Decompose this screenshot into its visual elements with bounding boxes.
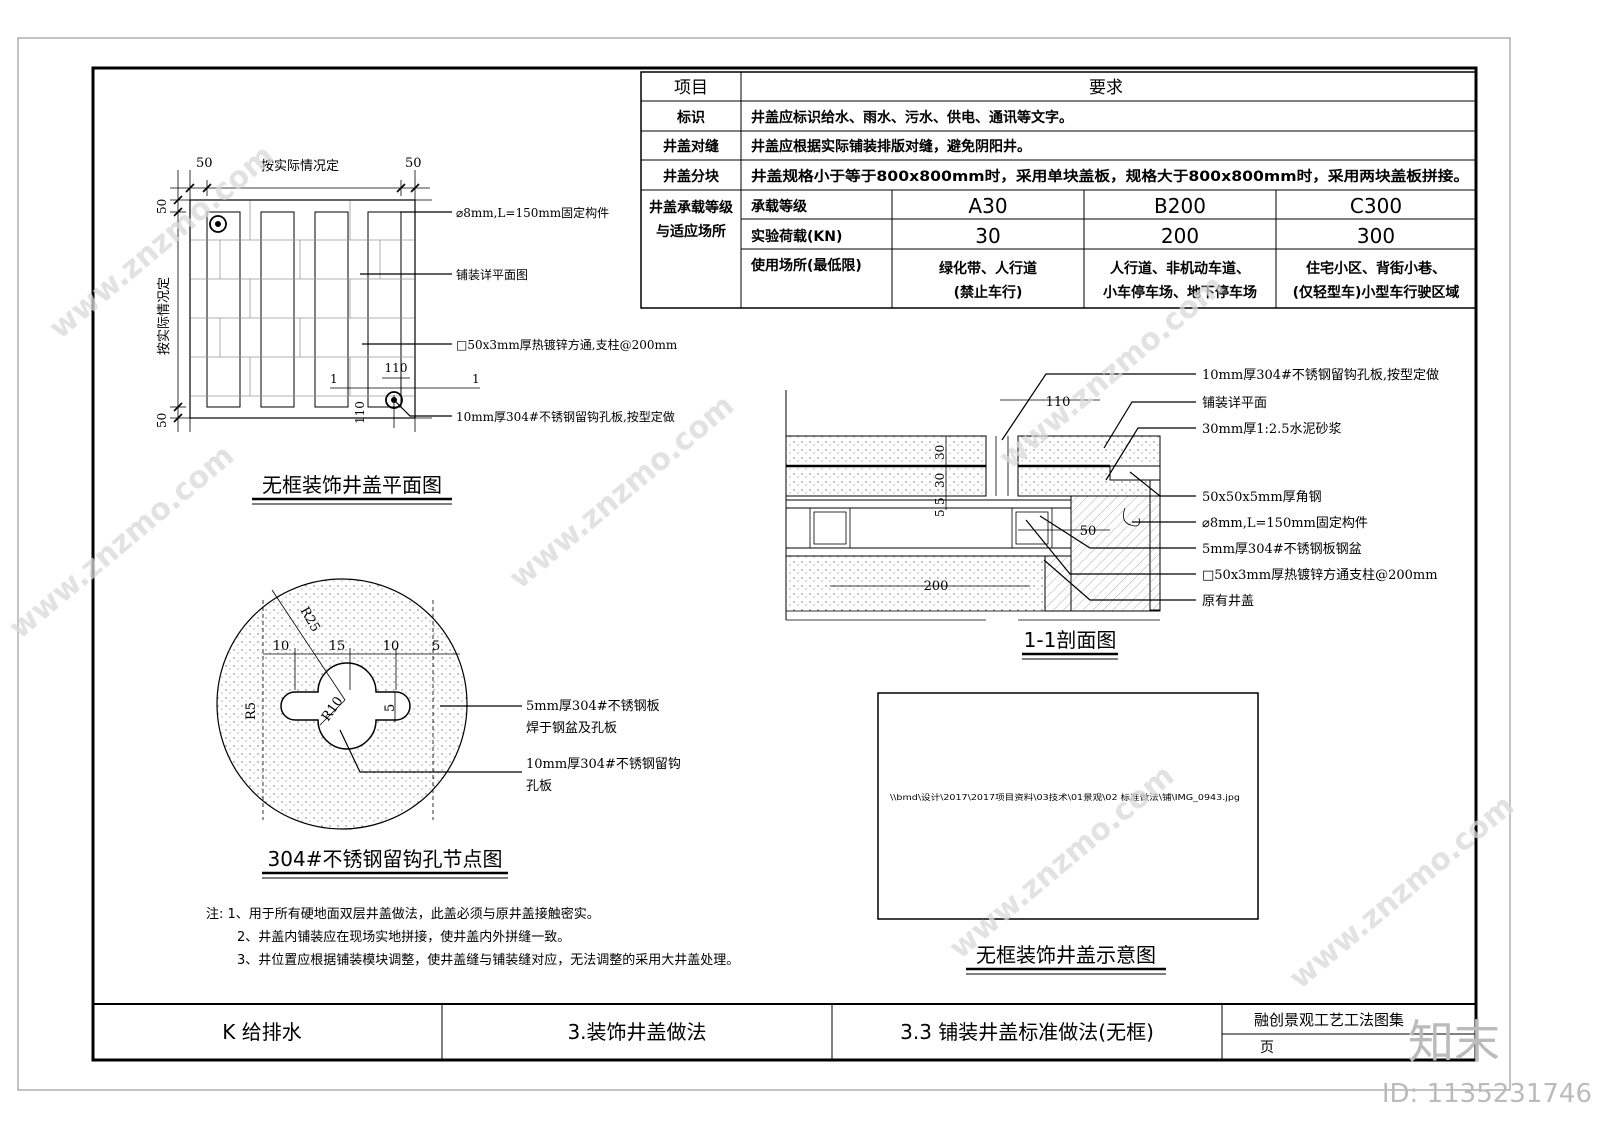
note-3: 3、井位置应根据铺装模块调整，使井盖缝与铺装缝对应，无法调整的采用大井盖处理。 xyxy=(237,952,739,968)
row-label-marking: 标识 xyxy=(676,109,705,126)
plan-label-anchor: ⌀8mm,L=150mm固定构件 xyxy=(456,205,609,220)
section-dim-5a: 5 xyxy=(933,497,947,505)
use-c300-line1: 住宅小区、背街小巷、 xyxy=(1306,260,1446,277)
image-placeholder: \\bmd\设计\2017\2017项目资料\03技术\01景观\02 标准做法… xyxy=(877,692,1259,975)
use-c300-line2: (仅轻型车)小型车行驶区域 xyxy=(1293,284,1460,301)
plan-label-tube: □50x3mm厚热镀锌方通,支柱@200mm xyxy=(456,337,678,352)
detail-label-plate-2: 焊于钢盆及孔板 xyxy=(526,720,617,736)
plan-dim-50-bottom: 50 xyxy=(155,413,169,428)
watermark-text-6: www.znzmo.com xyxy=(1283,788,1521,996)
detail-label-hook-2: 孔板 xyxy=(526,779,552,794)
image-path: \\bmd\设计\2017\2017项目资料\03技术\01景观\02 标准做法… xyxy=(890,792,1240,802)
detail-label-plate-1: 5mm厚304#不锈钢板 xyxy=(526,699,660,714)
image-title: 无框装饰井盖示意图 xyxy=(976,943,1156,967)
title-page-label: 页 xyxy=(1260,1040,1274,1056)
section-label-1: 10mm厚304#不锈钢留钩孔板,按型定做 xyxy=(1202,368,1439,383)
load-c300: 300 xyxy=(1357,224,1395,248)
outer-frame xyxy=(17,37,1511,1091)
plan-section-mark-right: 1 xyxy=(472,372,480,386)
title-block: K 给排水 3.装饰井盖做法 3.3 铺装井盖标准做法(无框) 融创景观工艺工法… xyxy=(93,1003,1476,1060)
section-label-3: 30mm厚1:2.5水泥砂浆 xyxy=(1202,422,1342,437)
section-label-8: 原有井盖 xyxy=(1202,594,1254,609)
use-label: 使用场所(最低限) xyxy=(750,257,862,274)
section-view: 110 30 30 5 5 50 200 10mm厚304#不锈钢留钩孔板,按型… xyxy=(785,368,1439,660)
use-a30-line2: (禁止车行) xyxy=(954,284,1023,301)
plan-section-mark-left: 1 xyxy=(330,372,338,386)
plan-dim-actual: 按实际情况定 xyxy=(261,159,339,174)
section-dim-30a: 30 xyxy=(933,445,947,460)
hook-hole-icon xyxy=(385,391,403,409)
use-b200-line1: 人行道、非机动车道、 xyxy=(1110,260,1250,277)
requirements-table: 项目 要求 标识 井盖应标识给水、雨水、污水、供电、通讯等文字。 井盖对缝 井盖… xyxy=(640,71,1477,309)
title-subsection: 3.3 铺装井盖标准做法(无框) xyxy=(900,1020,1154,1044)
plan-dim-110-vertical: 110 xyxy=(353,401,367,424)
grade-a30: A30 xyxy=(968,194,1007,218)
section-label-2: 铺装详平面 xyxy=(1202,396,1267,411)
detail-dim-5v: 5 xyxy=(383,704,398,712)
grade-label: 承载等级 xyxy=(751,198,808,215)
detail-dim-15: 15 xyxy=(329,639,346,654)
load-label: 实验荷载(KN) xyxy=(751,228,842,245)
section-dim-200: 200 xyxy=(924,579,949,594)
load-label-line1: 井盖承载等级 xyxy=(649,199,734,216)
detail-dim-10b: 10 xyxy=(383,639,400,654)
section-dim-30b: 30 xyxy=(933,473,947,488)
use-b200-line2: 小车停车场、地下停车场 xyxy=(1103,284,1257,301)
section-label-4: 50x50x5mm厚角钢 xyxy=(1202,490,1322,505)
section-dim-5b: 5 xyxy=(933,509,947,517)
plan-dim-50-right: 50 xyxy=(405,156,422,171)
section-label-6: 5mm厚304#不锈钢板钢盆 xyxy=(1202,542,1362,557)
load-b200: 200 xyxy=(1161,224,1199,248)
table-header-requirement: 要求 xyxy=(1089,78,1123,98)
use-a30-line1: 绿化带、人行道 xyxy=(939,260,1037,277)
plan-dim-50-top: 50 xyxy=(155,199,169,214)
load-label-line2: 与适应场所 xyxy=(656,223,726,240)
row-label-joint: 井盖对缝 xyxy=(663,138,719,155)
watermark-id: ID: 1135231746 xyxy=(1382,1079,1592,1109)
grade-c300: C300 xyxy=(1350,194,1402,218)
detail-title: 304#不锈钢留钩孔节点图 xyxy=(268,847,503,871)
row-text-marking: 井盖应标识给水、雨水、污水、供电、通讯等文字。 xyxy=(751,109,1073,126)
section-title: 1-1剖面图 xyxy=(1024,628,1117,652)
section-dim-50: 50 xyxy=(1080,524,1097,539)
plan-dim-50-left: 50 xyxy=(196,156,213,171)
hook-detail: R25 10 15 10 5 R5 R10 5 5mm厚304#不锈钢板 焊于钢… xyxy=(216,578,681,879)
notes: 注: 1、用于所有硬地面双层井盖做法，此盖必须与原井盖接触密实。 2、井盖内铺装… xyxy=(206,906,739,968)
plan-title: 无框装饰井盖平面图 xyxy=(262,473,442,497)
section-dim-110: 110 xyxy=(1046,395,1071,410)
plan-view: 50 按实际情况定 50 50 按实际情况定 50 110 110 1 1 ⌀8… xyxy=(155,156,678,505)
plan-label-paving: 铺装详平面图 xyxy=(456,267,528,282)
detail-dim-5: 5 xyxy=(432,639,440,654)
detail-label-hook-1: 10mm厚304#不锈钢留钩 xyxy=(526,757,681,772)
note-2: 2、井盖内铺装应在现场实地拼接，使井盖内外拼缝一致。 xyxy=(237,929,570,945)
section-label-7: □50x3mm厚热镀锌方通支柱@200mm xyxy=(1202,567,1438,583)
row-label-split: 井盖分块 xyxy=(663,168,720,185)
grade-b200: B200 xyxy=(1154,194,1206,218)
watermark-logo: 知末 xyxy=(1408,1015,1500,1069)
section-label-5: ⌀8mm,L=150mm固定构件 xyxy=(1202,516,1368,531)
title-collection: 融创景观工艺工法图集 xyxy=(1254,1011,1404,1029)
row-text-split: 井盖规格小于等于800x800mm时，采用单块盖板，规格大于800x800mm时… xyxy=(751,168,1469,185)
row-text-joint: 井盖应根据实际铺装排版对缝，避免阴阳井。 xyxy=(751,138,1031,155)
note-1: 注: 1、用于所有硬地面双层井盖做法，此盖必须与原井盖接触密实。 xyxy=(206,906,600,922)
detail-dim-r5: R5 xyxy=(244,702,259,720)
watermark-text-5: www.znzmo.com xyxy=(3,438,241,646)
table-header-item: 项目 xyxy=(674,78,708,98)
plan-label-hook-plate: 10mm厚304#不锈钢留钩孔板,按型定做 xyxy=(456,409,675,424)
inner-frame xyxy=(91,66,1478,1062)
detail-dim-10a: 10 xyxy=(273,639,290,654)
load-a30: 30 xyxy=(975,224,1000,248)
plan-dim-110: 110 xyxy=(385,361,408,375)
anchor-symbol-icon xyxy=(209,215,227,233)
title-section: 3.装饰井盖做法 xyxy=(567,1020,706,1044)
plan-dim-actual-vertical: 按实际情况定 xyxy=(157,277,172,355)
title-category: K 给排水 xyxy=(222,1020,301,1044)
